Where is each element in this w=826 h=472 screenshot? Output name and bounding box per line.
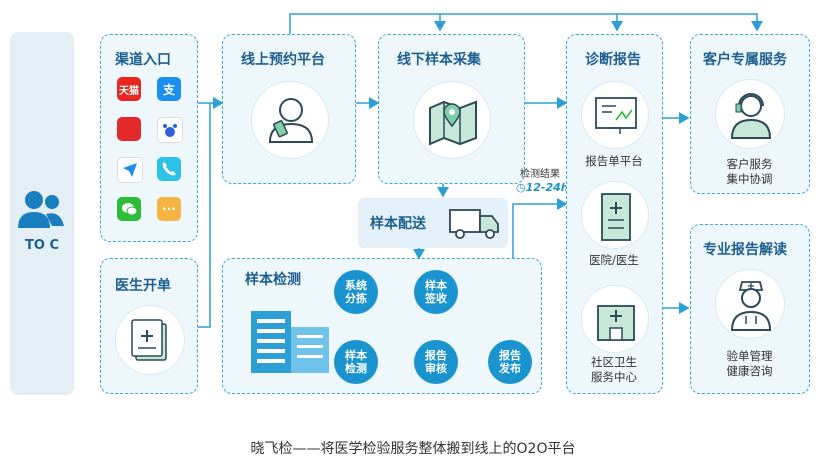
doctor-panel: 医生开单 [100, 258, 198, 394]
jd-icon[interactable] [117, 117, 141, 141]
testing-panel: 样本检测 [222, 258, 542, 394]
figure-caption: 晓飞检——将医学检验服务整体搬到线上的O2O平台 [250, 441, 576, 457]
offline-circle [413, 81, 491, 159]
clinic-icon [597, 305, 635, 341]
truck-icon [449, 209, 499, 239]
node-review: 报告 审核 [414, 340, 458, 384]
offline-panel: 线下样本采集 [378, 34, 525, 184]
customer-panel: 客户专属服务 客户服务 集中协调 [690, 34, 810, 194]
expert-caption: 验单管理 健康咨询 [726, 349, 773, 378]
lab-building-icon [251, 311, 329, 373]
channels-title: 渠道入口 [115, 52, 171, 68]
expert-title: 专业报告解读 [703, 242, 787, 258]
report-screen-icon [595, 97, 637, 134]
delivery-panel: 样本配送 [358, 198, 508, 248]
person-phone-icon [268, 98, 314, 143]
map-pin-icon [429, 100, 477, 146]
result-label: 检测结果 [520, 169, 560, 180]
community-circle [581, 285, 649, 353]
report-circle [581, 81, 649, 149]
community-label: 社区卫生 服务中心 [591, 355, 637, 384]
diagnosis-title: 诊断报告 [585, 52, 641, 68]
alipay-icon[interactable]: 支 [157, 77, 181, 101]
headset-agent-icon [730, 93, 772, 139]
node-signoff: 样本 签收 [414, 270, 458, 314]
tmall-icon[interactable]: 天猫 [117, 77, 141, 101]
toc-label: TO C [25, 238, 59, 253]
doctor-icon [730, 281, 772, 331]
online-panel: 线上预约平台 [222, 34, 356, 184]
prescription-circle [115, 305, 185, 375]
testing-title: 样本检测 [245, 272, 301, 288]
hospital-label: 医院/医生 [589, 253, 639, 267]
baidu-icon[interactable] [157, 117, 183, 143]
delivery-title: 样本配送 [370, 216, 426, 232]
toc-block: TO C [10, 32, 74, 395]
expert-circle [715, 269, 785, 339]
hospital-icon [601, 193, 631, 241]
app-bird-icon[interactable] [117, 157, 143, 183]
customer-caption: 客户服务 集中协调 [726, 157, 773, 186]
clock-icon: ◷ [516, 181, 526, 194]
node-sorting: 系统 分拣 [334, 270, 378, 314]
report-platform-label: 报告单平台 [585, 154, 643, 168]
diagnosis-panel: 诊断报告 报告单平台 医院/医生 社区卫生 服务中心 [566, 34, 663, 394]
users-icon [18, 191, 64, 228]
online-title: 线上预约平台 [241, 52, 325, 68]
more-apps-icon[interactable]: ··· [157, 197, 181, 221]
prescription-icon [131, 319, 167, 361]
offline-title: 线下样本采集 [397, 52, 481, 68]
channels-panel: 渠道入口 天猫 支 ··· [100, 34, 198, 242]
wechat-icon[interactable] [117, 197, 141, 221]
result-time: ◷12-24h [516, 181, 569, 194]
doctor-title: 医生开单 [115, 278, 171, 294]
phone-icon[interactable] [157, 157, 181, 181]
customer-circle [715, 79, 785, 149]
online-circle [251, 81, 329, 159]
hospital-circle [581, 181, 649, 249]
node-publish: 报告 发布 [488, 340, 532, 384]
node-testing: 样本 检测 [334, 340, 378, 384]
customer-title: 客户专属服务 [703, 52, 787, 68]
expert-panel: 专业报告解读 验单管理 健康咨询 [690, 224, 810, 394]
